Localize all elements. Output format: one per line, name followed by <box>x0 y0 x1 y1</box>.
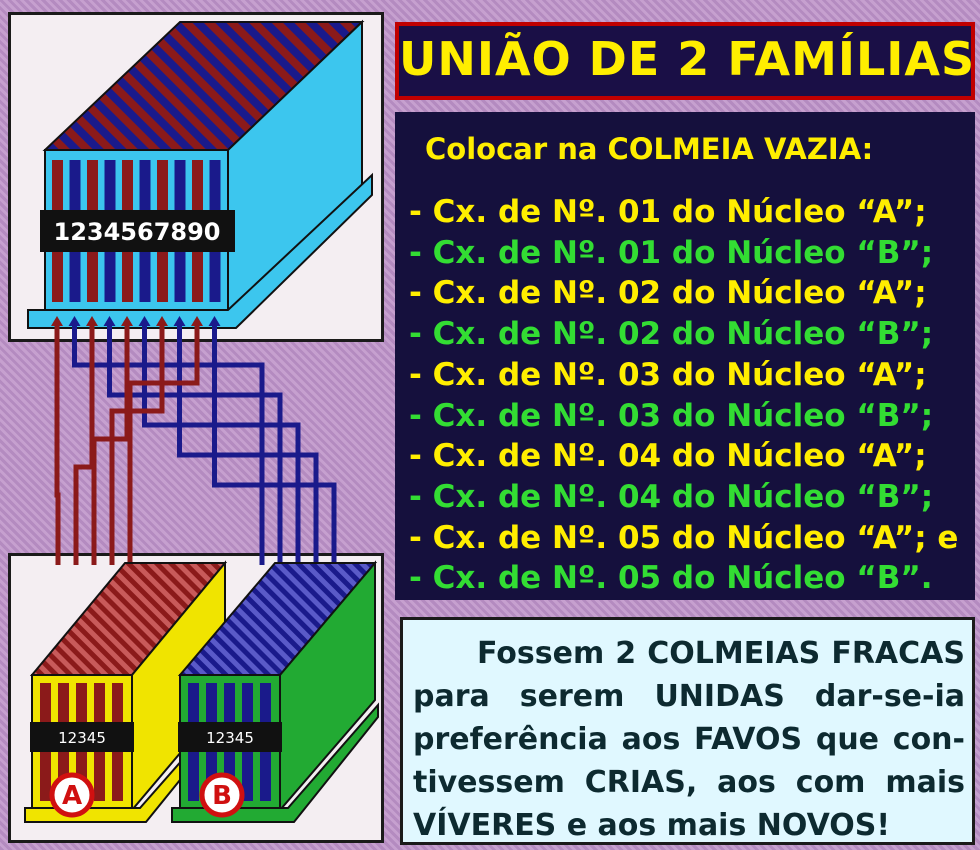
connector-arrow-a <box>191 316 203 326</box>
instruction-item: - Cx. de Nº. 03 do Núcleo “A”; <box>409 356 927 393</box>
frame-connectors <box>51 316 337 565</box>
hive-b-badge-label: B <box>212 781 232 811</box>
connector-arrow-b <box>68 316 81 326</box>
connector-arrow-b <box>138 316 151 326</box>
hive-b: 12345 B <box>171 560 379 823</box>
connector-arrow-b <box>173 316 186 326</box>
hive-b-number-band <box>178 722 282 752</box>
instruction-item: - Cx. de Nº. 02 do Núcleo “B”; <box>409 316 934 353</box>
instruction-item: - Cx. de Nº. 04 do Núcleo “B”; <box>409 478 934 515</box>
instructions-panel: Colocar na COLMEIA VAZIA: - Cx. de Nº. 0… <box>395 112 975 600</box>
instruction-item: - Cx. de Nº. 01 do Núcleo “A”; <box>409 194 927 230</box>
connector-line-b <box>107 322 283 565</box>
hive-a: 12345 A <box>24 560 236 823</box>
hive-a-badge <box>49 772 95 818</box>
hive-b-base <box>171 702 379 823</box>
connector-arrow-b <box>208 316 221 326</box>
empty-hive: 1234567890 <box>27 19 373 329</box>
instructions-list: - Cx. de Nº. 01 do Núcleo “A”; - Cx. de N… <box>409 192 958 599</box>
connector-line-b <box>177 322 319 565</box>
title-banner: UNIÃO DE 2 FAMÍLIAS <box>395 22 975 100</box>
connector-arrow-a <box>51 316 63 326</box>
connector-line-a <box>73 322 95 565</box>
instruction-item: - Cx. de Nº. 02 do Núcleo “A”; <box>409 275 927 312</box>
connector-line-a <box>127 322 200 565</box>
connector-arrow-b <box>103 316 116 326</box>
connector-line-b <box>212 322 337 565</box>
instruction-item: - Cx. de Nº. 05 do Núcleo “A”; e <box>409 519 959 556</box>
connector-line-b <box>72 322 265 565</box>
instruction-item: - Cx. de Nº. 04 do Núcleo “A”; <box>409 438 927 475</box>
note-panel: Fossem 2 COLMEIAS FRACAS para serem UNID… <box>400 617 975 845</box>
connector-arrow-a <box>86 316 98 326</box>
hive-a-badge-label: A <box>62 781 82 811</box>
empty-hive-number-label: 1234567890 <box>54 218 221 246</box>
connector-arrow-a <box>121 316 133 326</box>
empty-hive-number-band <box>40 210 235 252</box>
connector-arrow-a <box>156 316 168 326</box>
instruction-item: - Cx. de Nº. 03 do Núcleo “B”; <box>409 397 934 434</box>
connector-line-b <box>142 322 301 565</box>
note-text: Fossem 2 COLMEIAS FRACAS para serem UNID… <box>413 636 965 843</box>
empty-hive-base <box>27 172 373 329</box>
hive-b-badge <box>199 772 245 818</box>
page-title: UNIÃO DE 2 FAMÍLIAS <box>399 32 976 86</box>
instruction-item: - Cx. de Nº. 01 do Núcleo “B”; <box>409 234 934 271</box>
hive-b-number-label: 12345 <box>206 729 254 747</box>
hive-a-number-band <box>30 722 134 752</box>
instructions-heading: Colocar na COLMEIA VAZIA: <box>425 132 874 166</box>
connector-line-a <box>109 322 165 565</box>
connector-line-a <box>54 322 61 565</box>
instruction-item: - Cx. de Nº. 05 do Núcleo “B”. <box>409 560 933 597</box>
hive-a-number-label: 12345 <box>58 729 106 747</box>
